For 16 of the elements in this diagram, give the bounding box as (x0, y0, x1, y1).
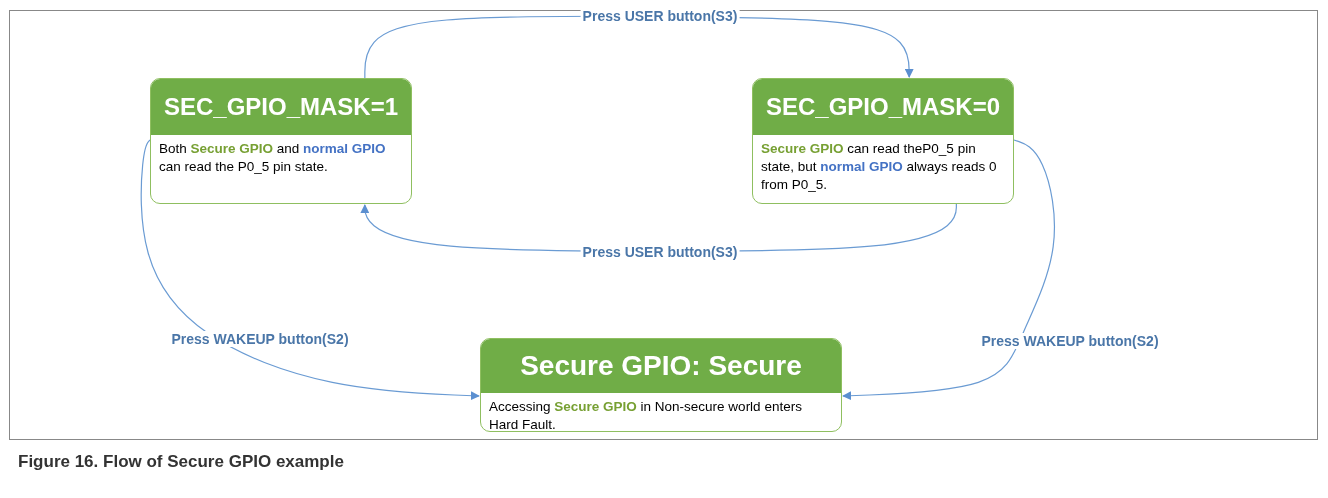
state-title: SEC_GPIO_MASK=0 (753, 79, 1013, 135)
arrow (140, 139, 480, 401)
state-title: SEC_GPIO_MASK=1 (151, 79, 411, 135)
state-box (480, 338, 842, 432)
state-description: Secure GPIO can read theP0_5 pin state, but normal GPIO always reads 0 from P0_5. (760, 140, 998, 194)
edge-label: Press USER button(S3) (580, 244, 740, 260)
state-description: Both Secure GPIO and normal GPIO can read the P0_5 pin state. (158, 140, 387, 176)
edge-label: Press WAKEUP button(S2) (979, 333, 1161, 349)
figure-caption: Figure 16. Flow of Secure GPIO example (18, 452, 344, 472)
state-box (150, 78, 412, 204)
edge-label: Press WAKEUP button(S2) (169, 331, 351, 347)
state-box (752, 78, 1014, 204)
state-description: Accessing Secure GPIO in Non-secure world enters Hard Fault. (488, 398, 803, 431)
edge-label: Press USER button(S3) (580, 8, 740, 24)
arrow (842, 139, 1055, 401)
state-title: Secure GPIO: Secure (481, 339, 841, 393)
